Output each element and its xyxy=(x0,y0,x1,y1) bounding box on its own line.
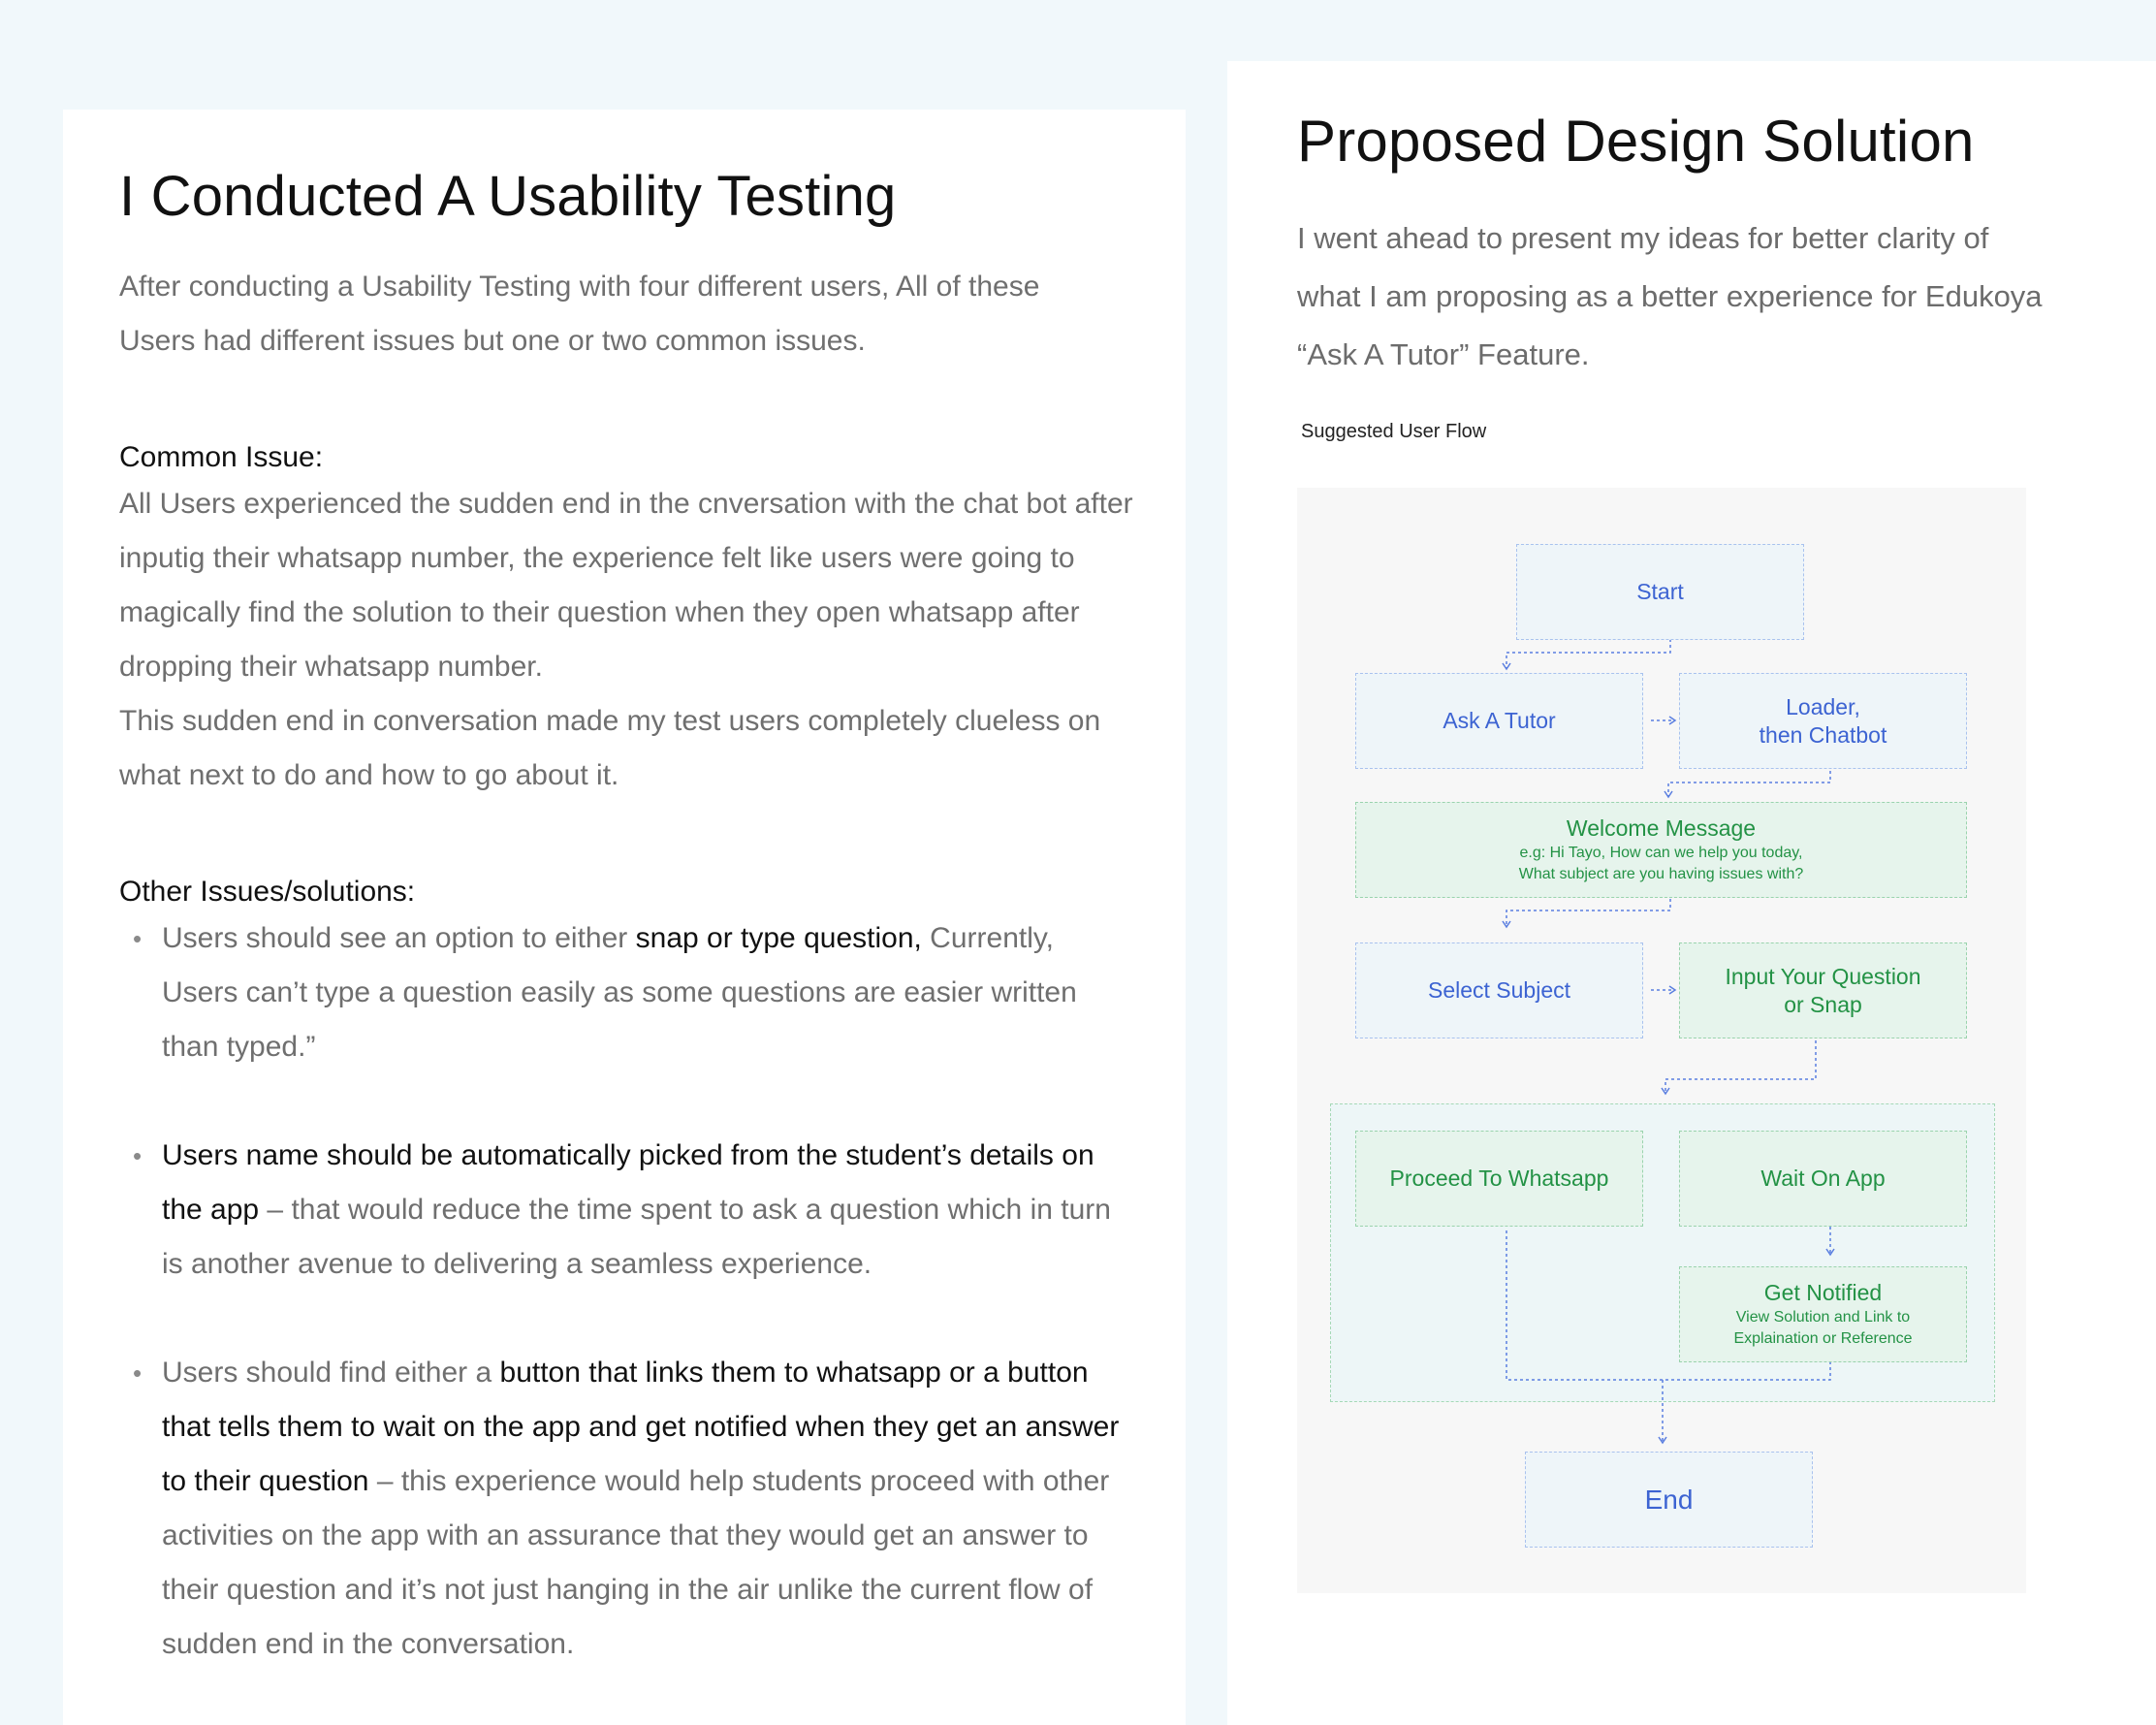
arrow-head xyxy=(1668,985,1677,995)
flow-node-get-notified: Get Notified View Solution and Link to E… xyxy=(1679,1266,1967,1362)
bullet-highlight: button that links them to whatsapp or a … xyxy=(162,1357,1120,1497)
flow-node-label: Loader, xyxy=(1786,693,1860,719)
flow-node-select-subject: Select Subject xyxy=(1355,942,1643,1038)
flow-node-loader: Loader, then Chatbot xyxy=(1679,673,1967,769)
bullet-text: – this experience would help students pr… xyxy=(162,1465,1110,1660)
list-item: Users name should be automatically picke… xyxy=(119,1129,1137,1292)
connector xyxy=(1506,899,1671,926)
flow-node-sublabel: e.g: Hi Tayo, How can we help you today, xyxy=(1519,845,1803,861)
flow-node-label: then Chatbot xyxy=(1759,721,1887,748)
issues-list: Users should see an option to either sna… xyxy=(119,911,1137,1672)
flow-node-label: End xyxy=(1644,1485,1694,1515)
flow-node-sublabel: Explaination or Reference xyxy=(1733,1330,1913,1347)
arrow-head xyxy=(1502,662,1511,671)
flow-node-wait-on-app: Wait On App xyxy=(1679,1131,1967,1227)
connector xyxy=(1665,1040,1817,1093)
flow-node-welcome: Welcome Message e.g: Hi Tayo, How can we… xyxy=(1355,802,1967,898)
list-item: Users should see an option to either sna… xyxy=(119,911,1137,1074)
usability-testing-title: I Conducted A Usability Testing xyxy=(119,165,897,228)
bullet-highlight: Users name should be automatically picke… xyxy=(162,1139,1094,1226)
design-solution-card: Proposed Design Solution I went ahead to… xyxy=(1227,61,2156,1725)
bullet-text: Currently, Users can’t type a question e… xyxy=(162,922,1077,1063)
list-item: Users should find either a button that l… xyxy=(119,1346,1137,1672)
flow-node-label: Select Subject xyxy=(1427,977,1571,1003)
common-issue-heading: Common Issue: xyxy=(119,441,324,473)
common-issue-paragraph: This sudden end in conversation made my … xyxy=(119,705,1101,791)
flow-node-label: Input Your Question xyxy=(1725,963,1921,989)
connector xyxy=(1667,771,1831,796)
bullet-text: Users should see an option to either xyxy=(162,922,636,954)
connector xyxy=(1506,639,1671,668)
flow-node-label: Wait On App xyxy=(1760,1166,1886,1191)
flow-node-input-question: Input Your Question or Snap xyxy=(1679,942,1967,1038)
usability-testing-card: I Conducted A Usability Testing After co… xyxy=(63,110,1186,1725)
flow-caption: Suggested User Flow xyxy=(1301,421,1487,442)
design-solution-title: Proposed Design Solution xyxy=(1297,109,1975,174)
arrow-head xyxy=(1502,920,1511,929)
flow-node-label: or Snap xyxy=(1784,991,1862,1017)
flow-node-label: Ask A Tutor xyxy=(1443,708,1556,733)
flow-node-label: Get Notified xyxy=(1763,1280,1883,1305)
flow-connectors xyxy=(1502,639,1835,1445)
arrow-head xyxy=(1661,1087,1670,1096)
flow-node-proceed-whatsapp: Proceed To Whatsapp xyxy=(1355,1131,1643,1227)
usability-intro: After conducting a Usability Testing wit… xyxy=(119,271,1040,357)
arrow-head xyxy=(1658,1436,1667,1445)
arrow-head xyxy=(1825,1248,1835,1257)
bullet-text: – that would reduce the time spent to as… xyxy=(162,1194,1111,1280)
flow-node-label: Proceed To Whatsapp xyxy=(1389,1166,1609,1191)
design-solution-intro: I went ahead to present my ideas for bet… xyxy=(1297,221,2043,371)
common-issue-paragraph: All Users experienced the sudden end in … xyxy=(119,488,1133,683)
bullet-text: Users should find either a xyxy=(162,1357,500,1389)
flow-node-label: Welcome Message xyxy=(1566,815,1757,841)
bullet-highlight: snap or type question, xyxy=(635,922,922,954)
arrow-head xyxy=(1664,790,1673,799)
common-issue-body: All Users experienced the sudden end in … xyxy=(119,477,1147,803)
flow-node-end: End xyxy=(1525,1452,1813,1548)
user-flow-diagram: Start Ask A Tutor Loader, then Chatbot W… xyxy=(1297,488,2026,1593)
flow-node-label: Start xyxy=(1636,579,1684,604)
flow-node-sublabel: View Solution and Link to xyxy=(1735,1309,1911,1326)
flow-node-sublabel: What subject are you having issues with? xyxy=(1518,866,1804,882)
other-issues-heading: Other Issues/solutions: xyxy=(119,876,416,908)
arrow-head xyxy=(1668,716,1677,725)
flow-node-start: Start xyxy=(1516,544,1804,640)
connector xyxy=(1506,1230,1831,1381)
flow-node-ask-tutor: Ask A Tutor xyxy=(1355,673,1643,769)
